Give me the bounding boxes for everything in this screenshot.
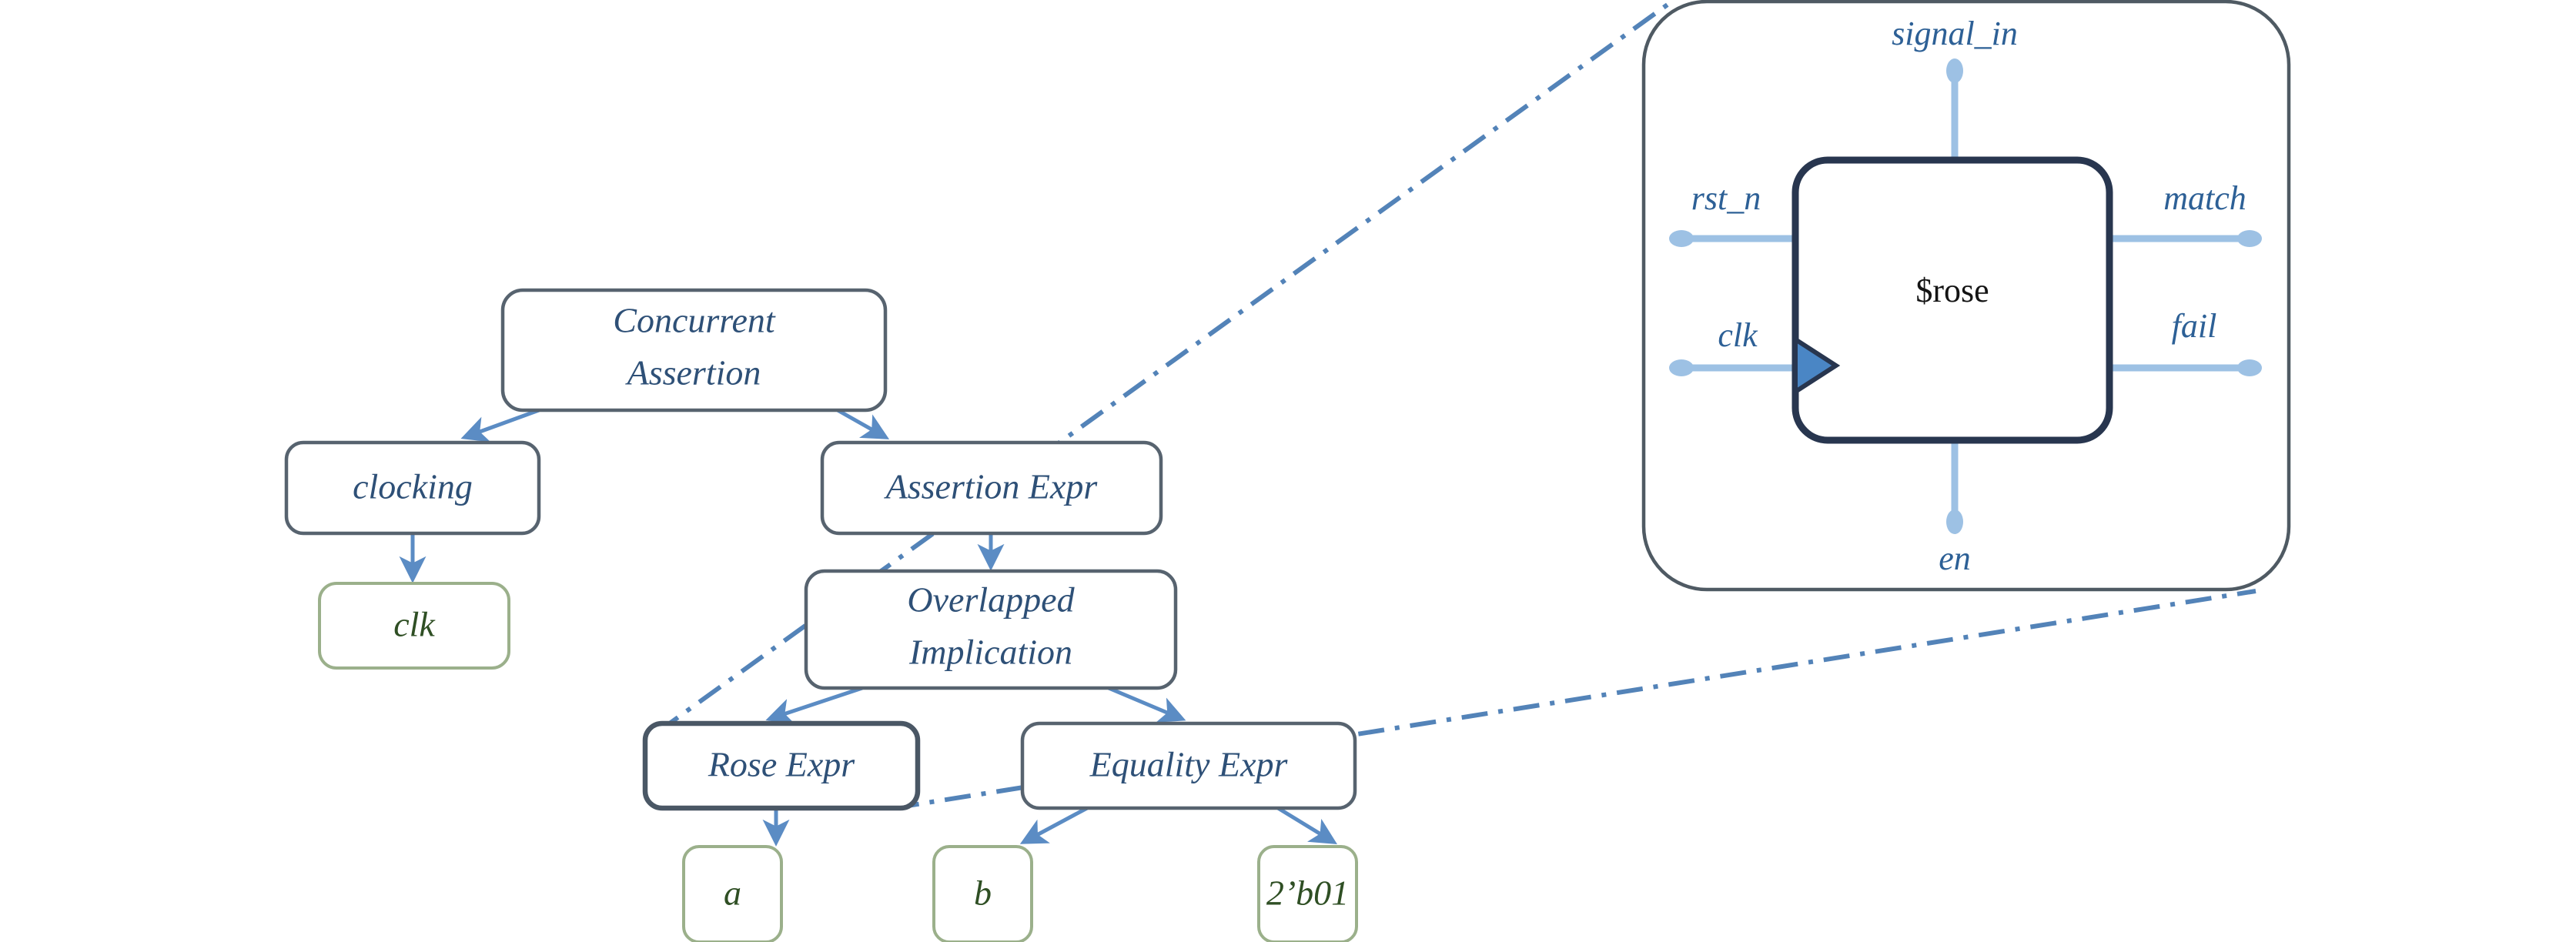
- node-label-concurrent-assertion-line2: Assertion: [625, 353, 761, 392]
- port-dots: [1669, 58, 2262, 534]
- edge-overlapped-implication-to-rose-expr: [765, 686, 863, 725]
- port-dot-rst-n: [1669, 230, 1694, 247]
- port-dot-clk: [1669, 359, 1694, 376]
- port-labels: signal_in rst_n clk match fail en: [1691, 15, 2246, 577]
- node-box-a[interactable]: [682, 845, 783, 942]
- port-dot-signal-in: [1946, 58, 1963, 83]
- port-dot-match: [2237, 230, 2262, 247]
- node-box-concurrent-assertion[interactable]: [500, 288, 888, 413]
- tree-node-a[interactable]: a: [682, 845, 783, 942]
- port-label-match: match: [2163, 179, 2246, 217]
- node-label-a: a: [724, 874, 741, 913]
- node-label-rose-expr: Rose Expr: [708, 745, 855, 784]
- port-label-signal-in: signal_in: [1892, 15, 2018, 52]
- port-label-en: en: [1939, 539, 1971, 577]
- port-label-rst-n: rst_n: [1691, 179, 1761, 217]
- node-box-assertion-expr[interactable]: [820, 440, 1163, 536]
- node-box-clk[interactable]: [318, 582, 510, 670]
- tree-node-rose-expr[interactable]: Rose Expr: [642, 720, 921, 811]
- port-dot-fail: [2237, 359, 2262, 376]
- tree-node-clocking[interactable]: clocking: [284, 440, 541, 536]
- node-box-equality-expr[interactable]: [1020, 721, 1357, 810]
- node-label-const: 2’b01: [1266, 874, 1349, 913]
- node-label-clocking: clocking: [353, 467, 473, 506]
- node-box-overlapped-implication[interactable]: [804, 569, 1178, 690]
- node-box-b[interactable]: [932, 845, 1033, 942]
- edge-overlapped-implication-to-equality-expr: [1108, 686, 1186, 723]
- port-wires: [1681, 71, 2250, 522]
- tree-node-b[interactable]: b: [932, 845, 1033, 942]
- port-label-clk: clk: [1718, 316, 1758, 354]
- rose-block-box[interactable]: [1791, 156, 2113, 444]
- node-label-clk: clk: [393, 605, 436, 644]
- port-label-fail: fail: [2172, 307, 2217, 345]
- edge-equality-expr-to-const: [1276, 806, 1337, 845]
- tree-node-concurrent-assertion[interactable]: Concurrent Assertion: [500, 288, 888, 413]
- clock-triangle-icon: [1793, 335, 1841, 396]
- node-label-assertion-expr: Assertion Expr: [884, 467, 1099, 506]
- tree-node-const[interactable]: 2’b01: [1257, 845, 1358, 942]
- rose-detail-panel: $rose signal_in rst_n clk match fail en: [1641, 0, 2291, 592]
- node-box-const[interactable]: [1257, 845, 1358, 942]
- rose-block-label: $rose: [1915, 272, 1989, 309]
- node-box-clocking[interactable]: [284, 440, 541, 536]
- node-label-b: b: [974, 874, 992, 913]
- node-box-rose-expr[interactable]: [642, 720, 921, 811]
- tree-node-overlapped-implication[interactable]: Overlapped Implication: [804, 569, 1178, 690]
- tree-node-equality-expr[interactable]: Equality Expr: [1020, 721, 1357, 810]
- tree-edges: [399, 408, 1337, 847]
- tree-node-clk[interactable]: clk: [318, 582, 510, 670]
- edge-concurrent-assertion-to-assertion-expr: [836, 408, 890, 439]
- edge-concurrent-assertion-to-clocking: [460, 408, 540, 443]
- node-label-overlapped-implication-line1: Overlapped: [907, 580, 1075, 620]
- port-dot-en: [1946, 509, 1963, 534]
- node-label-overlapped-implication-line2: Implication: [908, 633, 1072, 672]
- node-label-equality-expr: Equality Expr: [1089, 745, 1289, 784]
- node-label-concurrent-assertion-line1: Concurrent: [613, 301, 776, 340]
- edge-equality-expr-to-b: [1019, 806, 1089, 844]
- tree-node-assertion-expr[interactable]: Assertion Expr: [820, 440, 1163, 536]
